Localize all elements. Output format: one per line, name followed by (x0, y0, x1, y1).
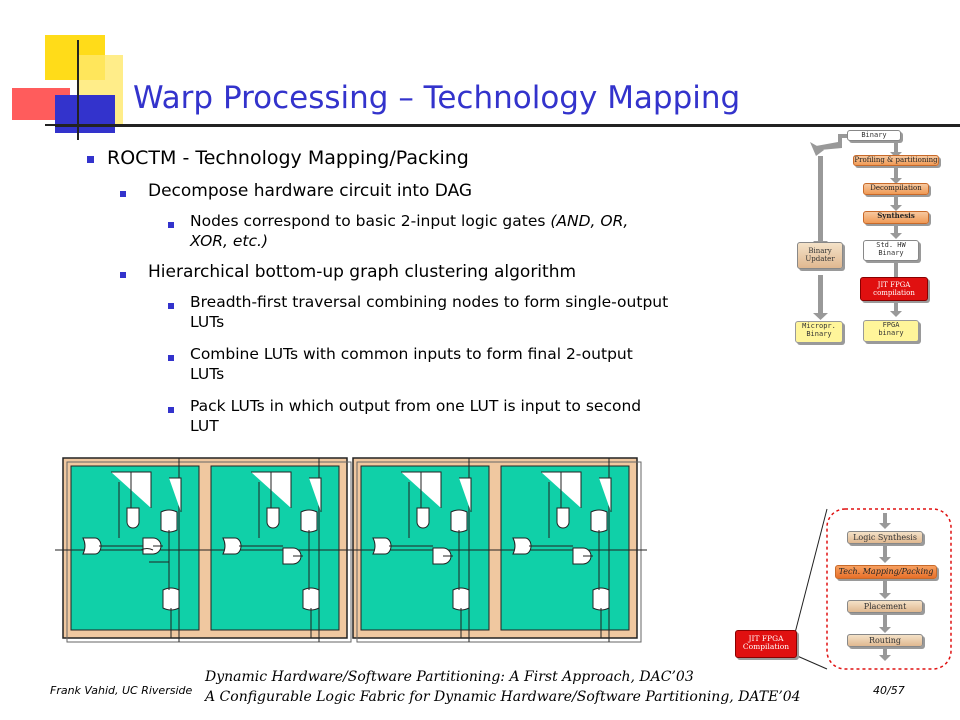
bullet-marker (168, 303, 174, 309)
flow-label: Binary (808, 247, 832, 255)
bullet-text-italic: XOR, etc.) (190, 232, 268, 250)
jit-tech-mapping: Tech. Mapping/Packing (835, 565, 937, 579)
footer-author: Frank Vahid, UC Riverside (50, 684, 193, 697)
flow-label: compilation (873, 289, 915, 297)
bullet-l1: ROCTM - Technology Mapping/Packing (107, 147, 469, 169)
bullet-text-italic: (AND, OR, (550, 212, 629, 230)
flow-profiling: Profiling & partitioning (853, 155, 939, 166)
bullet-l3: Nodes correspond to basic 2-input logic … (190, 212, 628, 230)
flow-synthesis: Synthesis (863, 211, 929, 224)
flow-binary: Binary (847, 130, 901, 141)
flow-fpga-binary: FPGA binary (863, 320, 919, 342)
bullet-l2: Decompose hardware circuit into DAG (148, 181, 473, 201)
flow-label: binary (878, 329, 904, 337)
footer-reference-2: A Configurable Logic Fabric for Dynamic … (205, 689, 801, 705)
flow-jit-fpga: JIT FPGA compilation (860, 277, 928, 301)
flow-label: Binary (806, 330, 832, 338)
bullet-l3-cont: LUTs (190, 365, 225, 383)
bullet-l2: Hierarchical bottom-up graph clustering … (148, 262, 577, 282)
flow-decompilation: Decompilation (863, 183, 929, 195)
flow-label: FPGA (882, 321, 900, 329)
flow-micropr-binary: Micropr. Binary (795, 321, 843, 343)
flow-std-hw-binary: Std. HW Binary (863, 240, 919, 261)
logic-fabric-diagram (55, 457, 647, 643)
title-divider (55, 124, 960, 127)
flow-label: Std. HW (876, 241, 906, 249)
footer-reference-1: Dynamic Hardware/Software Partitioning: … (205, 669, 694, 685)
flow-label: JIT FPGA (748, 634, 784, 643)
bullet-marker (87, 156, 94, 163)
jit-logic-synthesis: Logic Synthesis (847, 531, 923, 544)
flow-label: Micropr. (802, 322, 836, 330)
jit-fpga-compilation: JIT FPGA Compilation (735, 630, 797, 658)
bullet-l3-cont: LUTs (190, 313, 225, 331)
bullet-text: Nodes correspond to basic 2-input logic … (190, 212, 551, 230)
bullet-l3-cont: XOR, etc.) (190, 232, 268, 250)
bullet-marker (168, 222, 174, 228)
page-number: 40/57 (873, 684, 905, 697)
flow-label: Binary (878, 249, 904, 257)
bullet-l3: Breadth-first traversal combining nodes … (190, 293, 669, 311)
bullet-l3: Pack LUTs in which output from one LUT i… (190, 397, 642, 415)
bullet-marker (120, 191, 126, 197)
flow-label: JIT FPGA (877, 281, 911, 289)
flow-label: Updater (805, 255, 835, 263)
flow-label: Compilation (742, 642, 790, 651)
bullet-marker (120, 272, 126, 278)
bullet-marker (168, 407, 174, 413)
slide-title: Warp Processing – Technology Mapping (133, 80, 741, 116)
bullet-l3: Combine LUTs with common inputs to form … (190, 345, 633, 363)
jit-placement: Placement (847, 600, 923, 613)
bullet-l3-cont: LUT (190, 417, 219, 435)
corner-decoration (12, 35, 130, 140)
flow-binary-updater: Binary Updater (797, 242, 843, 269)
bullet-marker (168, 355, 174, 361)
jit-routing: Routing (847, 634, 923, 647)
jit-detail-outline (794, 508, 952, 670)
